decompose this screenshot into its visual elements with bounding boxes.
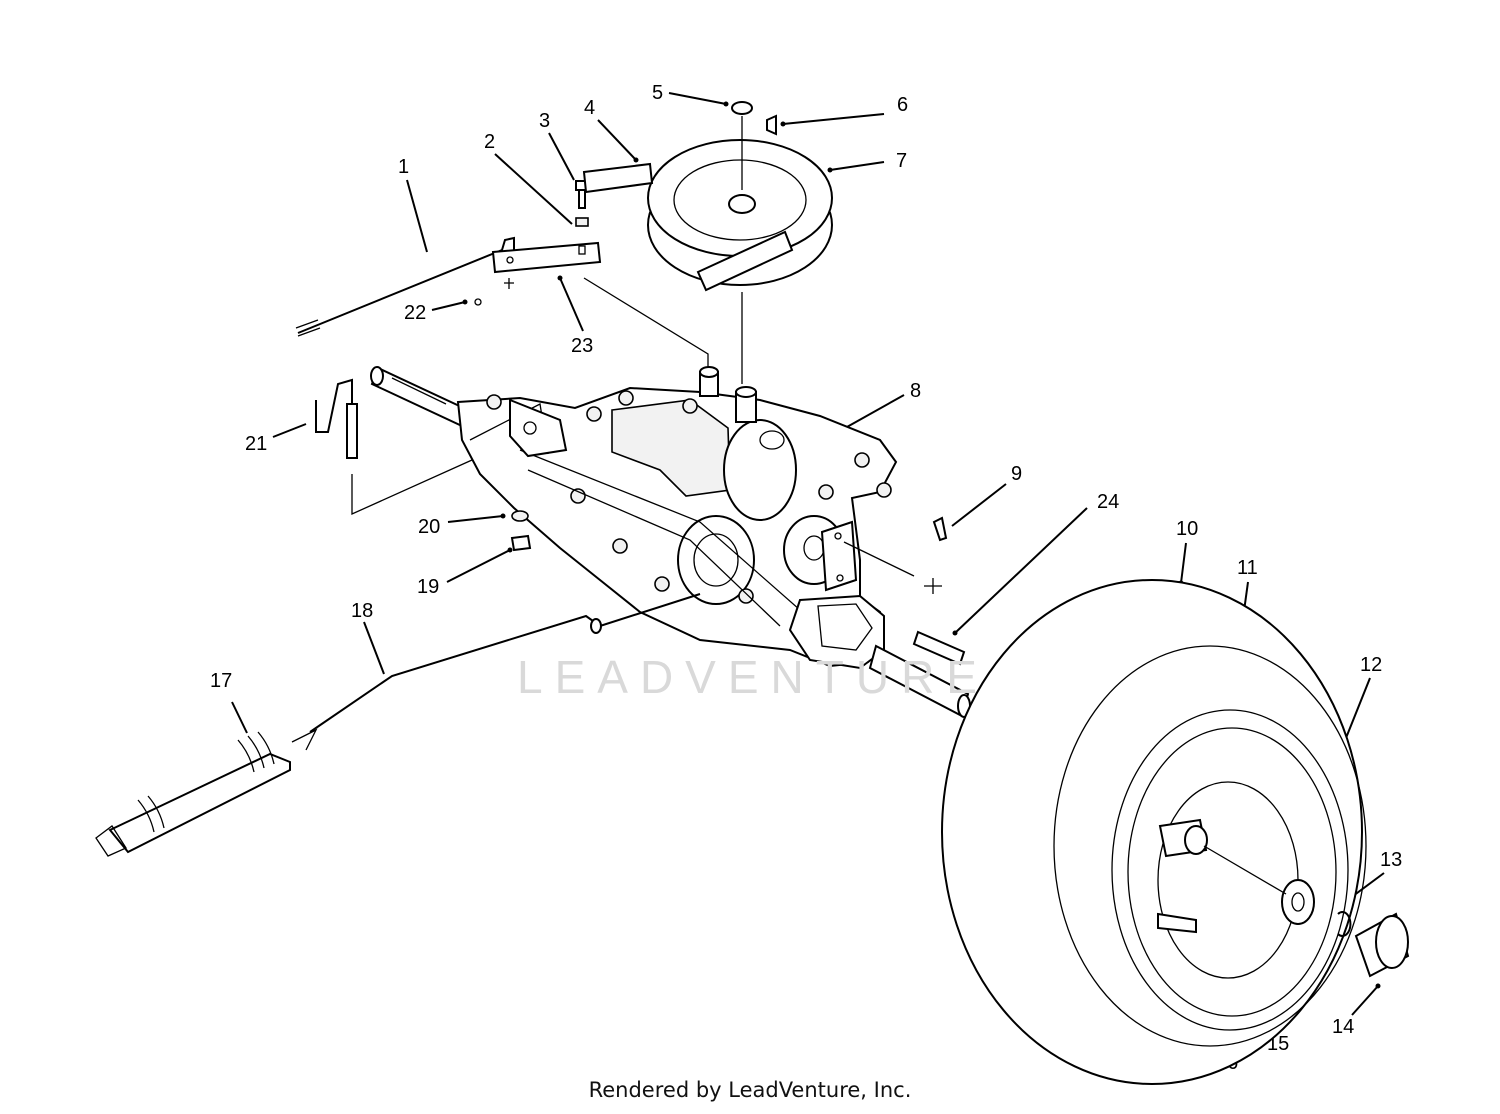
leader-14 (1351, 985, 1379, 1016)
leader-1 (406, 179, 428, 253)
footer-credit: Rendered by LeadVenture, Inc. (588, 1078, 912, 1102)
leader-9 (951, 483, 1007, 527)
part-2-lock-nut (575, 217, 589, 227)
leader-19 (446, 549, 511, 583)
callout-8[interactable]: 8 (910, 380, 921, 402)
part-10-tire (941, 579, 1367, 1085)
callout-10[interactable]: 10 (1176, 518, 1198, 540)
part-17-spring (95, 728, 318, 857)
leader-24 (954, 507, 1088, 634)
leader-18 (363, 621, 385, 675)
callout-7[interactable]: 7 (896, 150, 907, 172)
part-1-shift-rod (295, 236, 515, 337)
part-4-belt (582, 162, 794, 292)
callout-20[interactable]: 20 (418, 516, 440, 538)
part-15-washer (1281, 879, 1315, 925)
part-21-shift-pin (315, 378, 473, 516)
part-14-hub-cap (1354, 912, 1410, 978)
part-7-pulley (647, 139, 833, 286)
part-5-snap-ring (731, 101, 753, 115)
callout-17[interactable]: 17 (210, 670, 232, 692)
part-20-washer (511, 510, 529, 522)
part-22-cotter-pin (474, 278, 514, 306)
leader-10 (1180, 542, 1187, 584)
callout-3[interactable]: 3 (539, 110, 550, 132)
callout-4[interactable]: 4 (584, 97, 595, 119)
part-13-e-ring (1337, 911, 1352, 937)
callout-19[interactable]: 19 (417, 576, 439, 598)
part-6-key (766, 114, 777, 136)
callout-1[interactable]: 1 (398, 156, 409, 178)
part-11-rim (1111, 709, 1349, 1031)
leader-22 (431, 301, 466, 311)
leader-17 (231, 701, 248, 734)
part-8-transaxle (370, 366, 898, 670)
callout-11[interactable]: 11 (1237, 557, 1258, 579)
leader-20 (447, 515, 504, 523)
part-9-cotter-pin (843, 516, 948, 594)
part-16-valve-stem (1157, 912, 1197, 934)
leader-5 (668, 92, 727, 105)
callout-12[interactable]: 12 (1360, 654, 1382, 676)
leader-4 (597, 119, 637, 161)
leader-8 (837, 394, 905, 433)
callout-24[interactable]: 24 (1097, 491, 1119, 513)
callout-9[interactable]: 9 (1011, 463, 1022, 485)
leader-2 (494, 153, 573, 225)
callout-13[interactable]: 13 (1380, 849, 1402, 871)
leader-21 (272, 423, 307, 438)
part-18-shift-link (309, 593, 701, 733)
centerline-hub (1203, 845, 1287, 895)
callout-2[interactable]: 2 (484, 131, 495, 153)
leader-6 (782, 113, 885, 125)
leader-7 (829, 161, 885, 171)
part-19-nut (510, 534, 532, 552)
callout-6[interactable]: 6 (897, 94, 908, 116)
callout-18[interactable]: 18 (351, 600, 373, 622)
leader-23 (559, 277, 584, 332)
callout-21[interactable]: 21 (245, 433, 267, 455)
leader-3 (548, 132, 575, 181)
watermark-text: LEADVENTURE (517, 651, 989, 703)
callout-23[interactable]: 23 (571, 335, 593, 357)
callout-22[interactable]: 22 (404, 302, 426, 324)
part-24-key (912, 630, 966, 666)
callout-5[interactable]: 5 (652, 82, 663, 104)
callout-14[interactable]: 14 (1332, 1016, 1354, 1038)
